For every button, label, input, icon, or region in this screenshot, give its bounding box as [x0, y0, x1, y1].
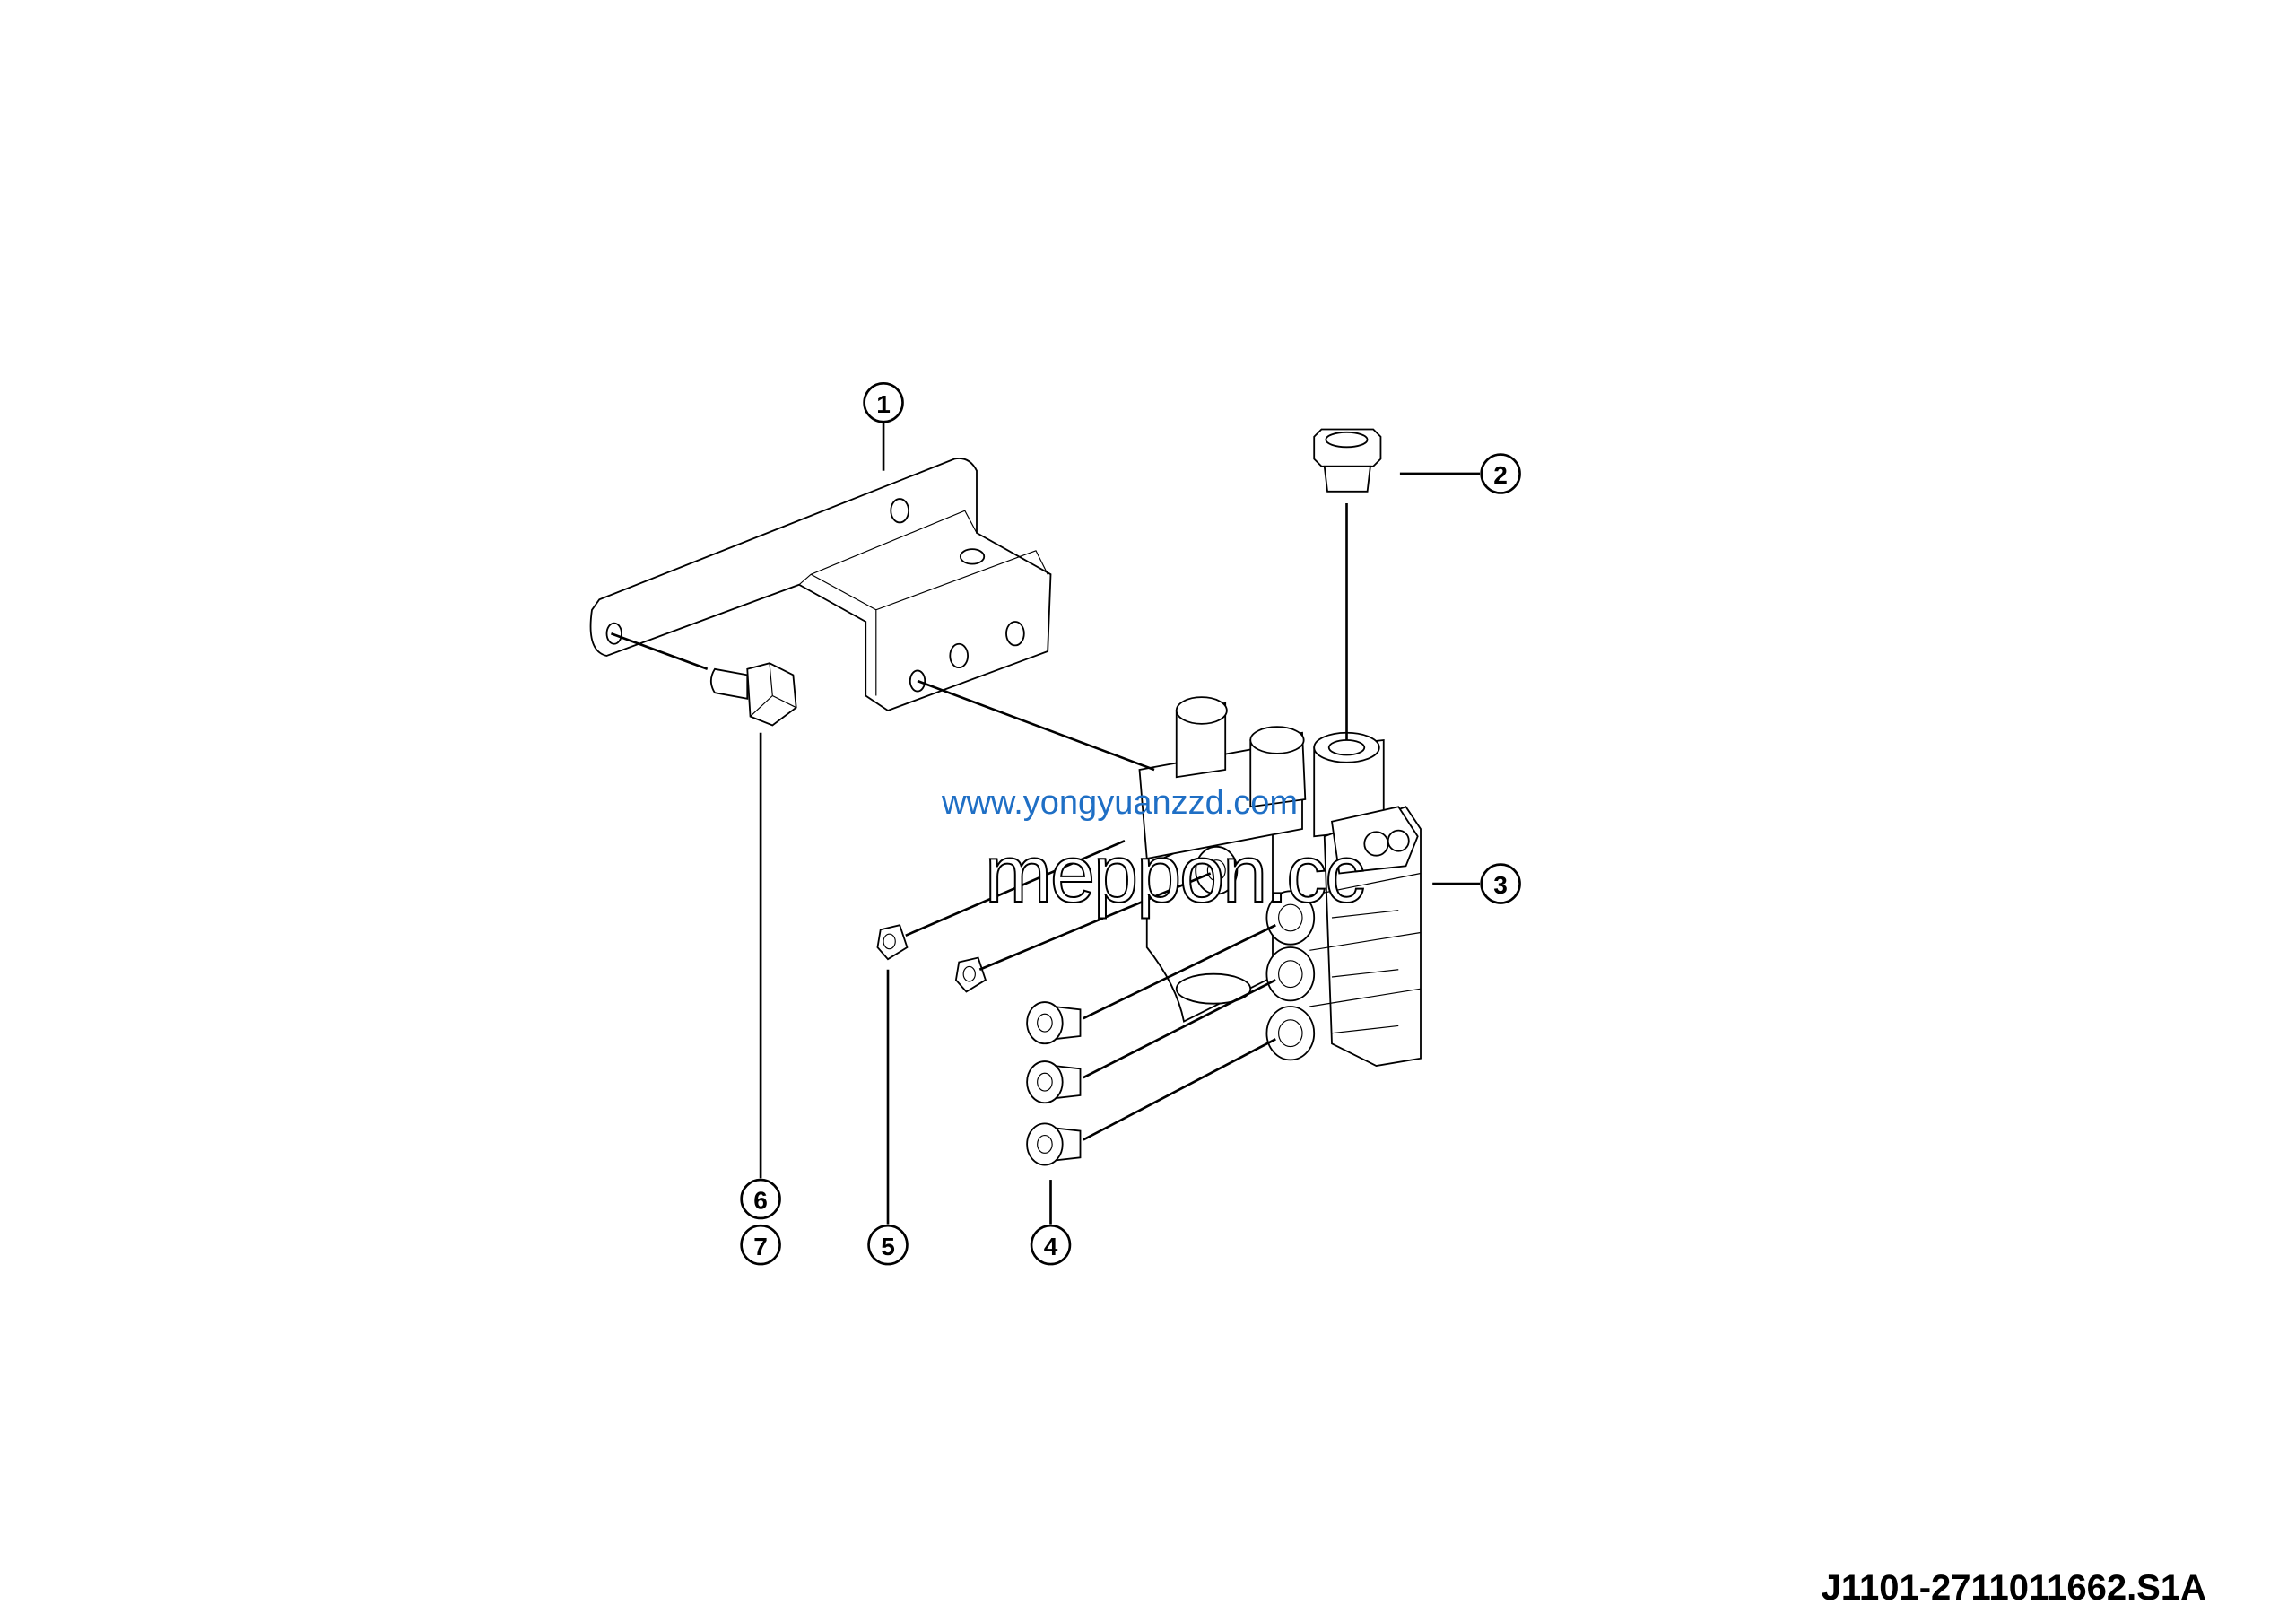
mounting-bracket: [589, 458, 1052, 712]
watermark-secondary: meppon.cc: [984, 830, 1366, 920]
small-plug: [876, 924, 987, 993]
fitting-set: [1026, 1001, 1082, 1166]
callout-7: 7: [740, 1224, 781, 1266]
callout-2: 2: [1480, 453, 1521, 494]
valve-block: [1138, 696, 1422, 1067]
drawing-code: J1101-2711011662.S1A: [1821, 1568, 2206, 1608]
svg-text:5: 5: [881, 1233, 895, 1260]
callout-1: 1: [863, 382, 904, 423]
svg-text:3: 3: [1493, 871, 1508, 899]
svg-text:7: 7: [753, 1233, 768, 1260]
plug-fitting: [1313, 428, 1382, 493]
callout-4: 4: [1030, 1224, 1072, 1266]
watermark-primary: www.yongyuanzzd.com: [942, 784, 1299, 822]
callout-5: 5: [867, 1224, 909, 1266]
svg-text:4: 4: [1044, 1233, 1058, 1260]
svg-text:6: 6: [753, 1187, 768, 1215]
svg-text:2: 2: [1493, 461, 1508, 489]
callout-3: 3: [1480, 863, 1521, 904]
callout-6: 6: [740, 1178, 781, 1220]
leader-lines: [610, 422, 1481, 1225]
svg-text:1: 1: [876, 390, 891, 418]
hex-bolt: [709, 662, 797, 727]
